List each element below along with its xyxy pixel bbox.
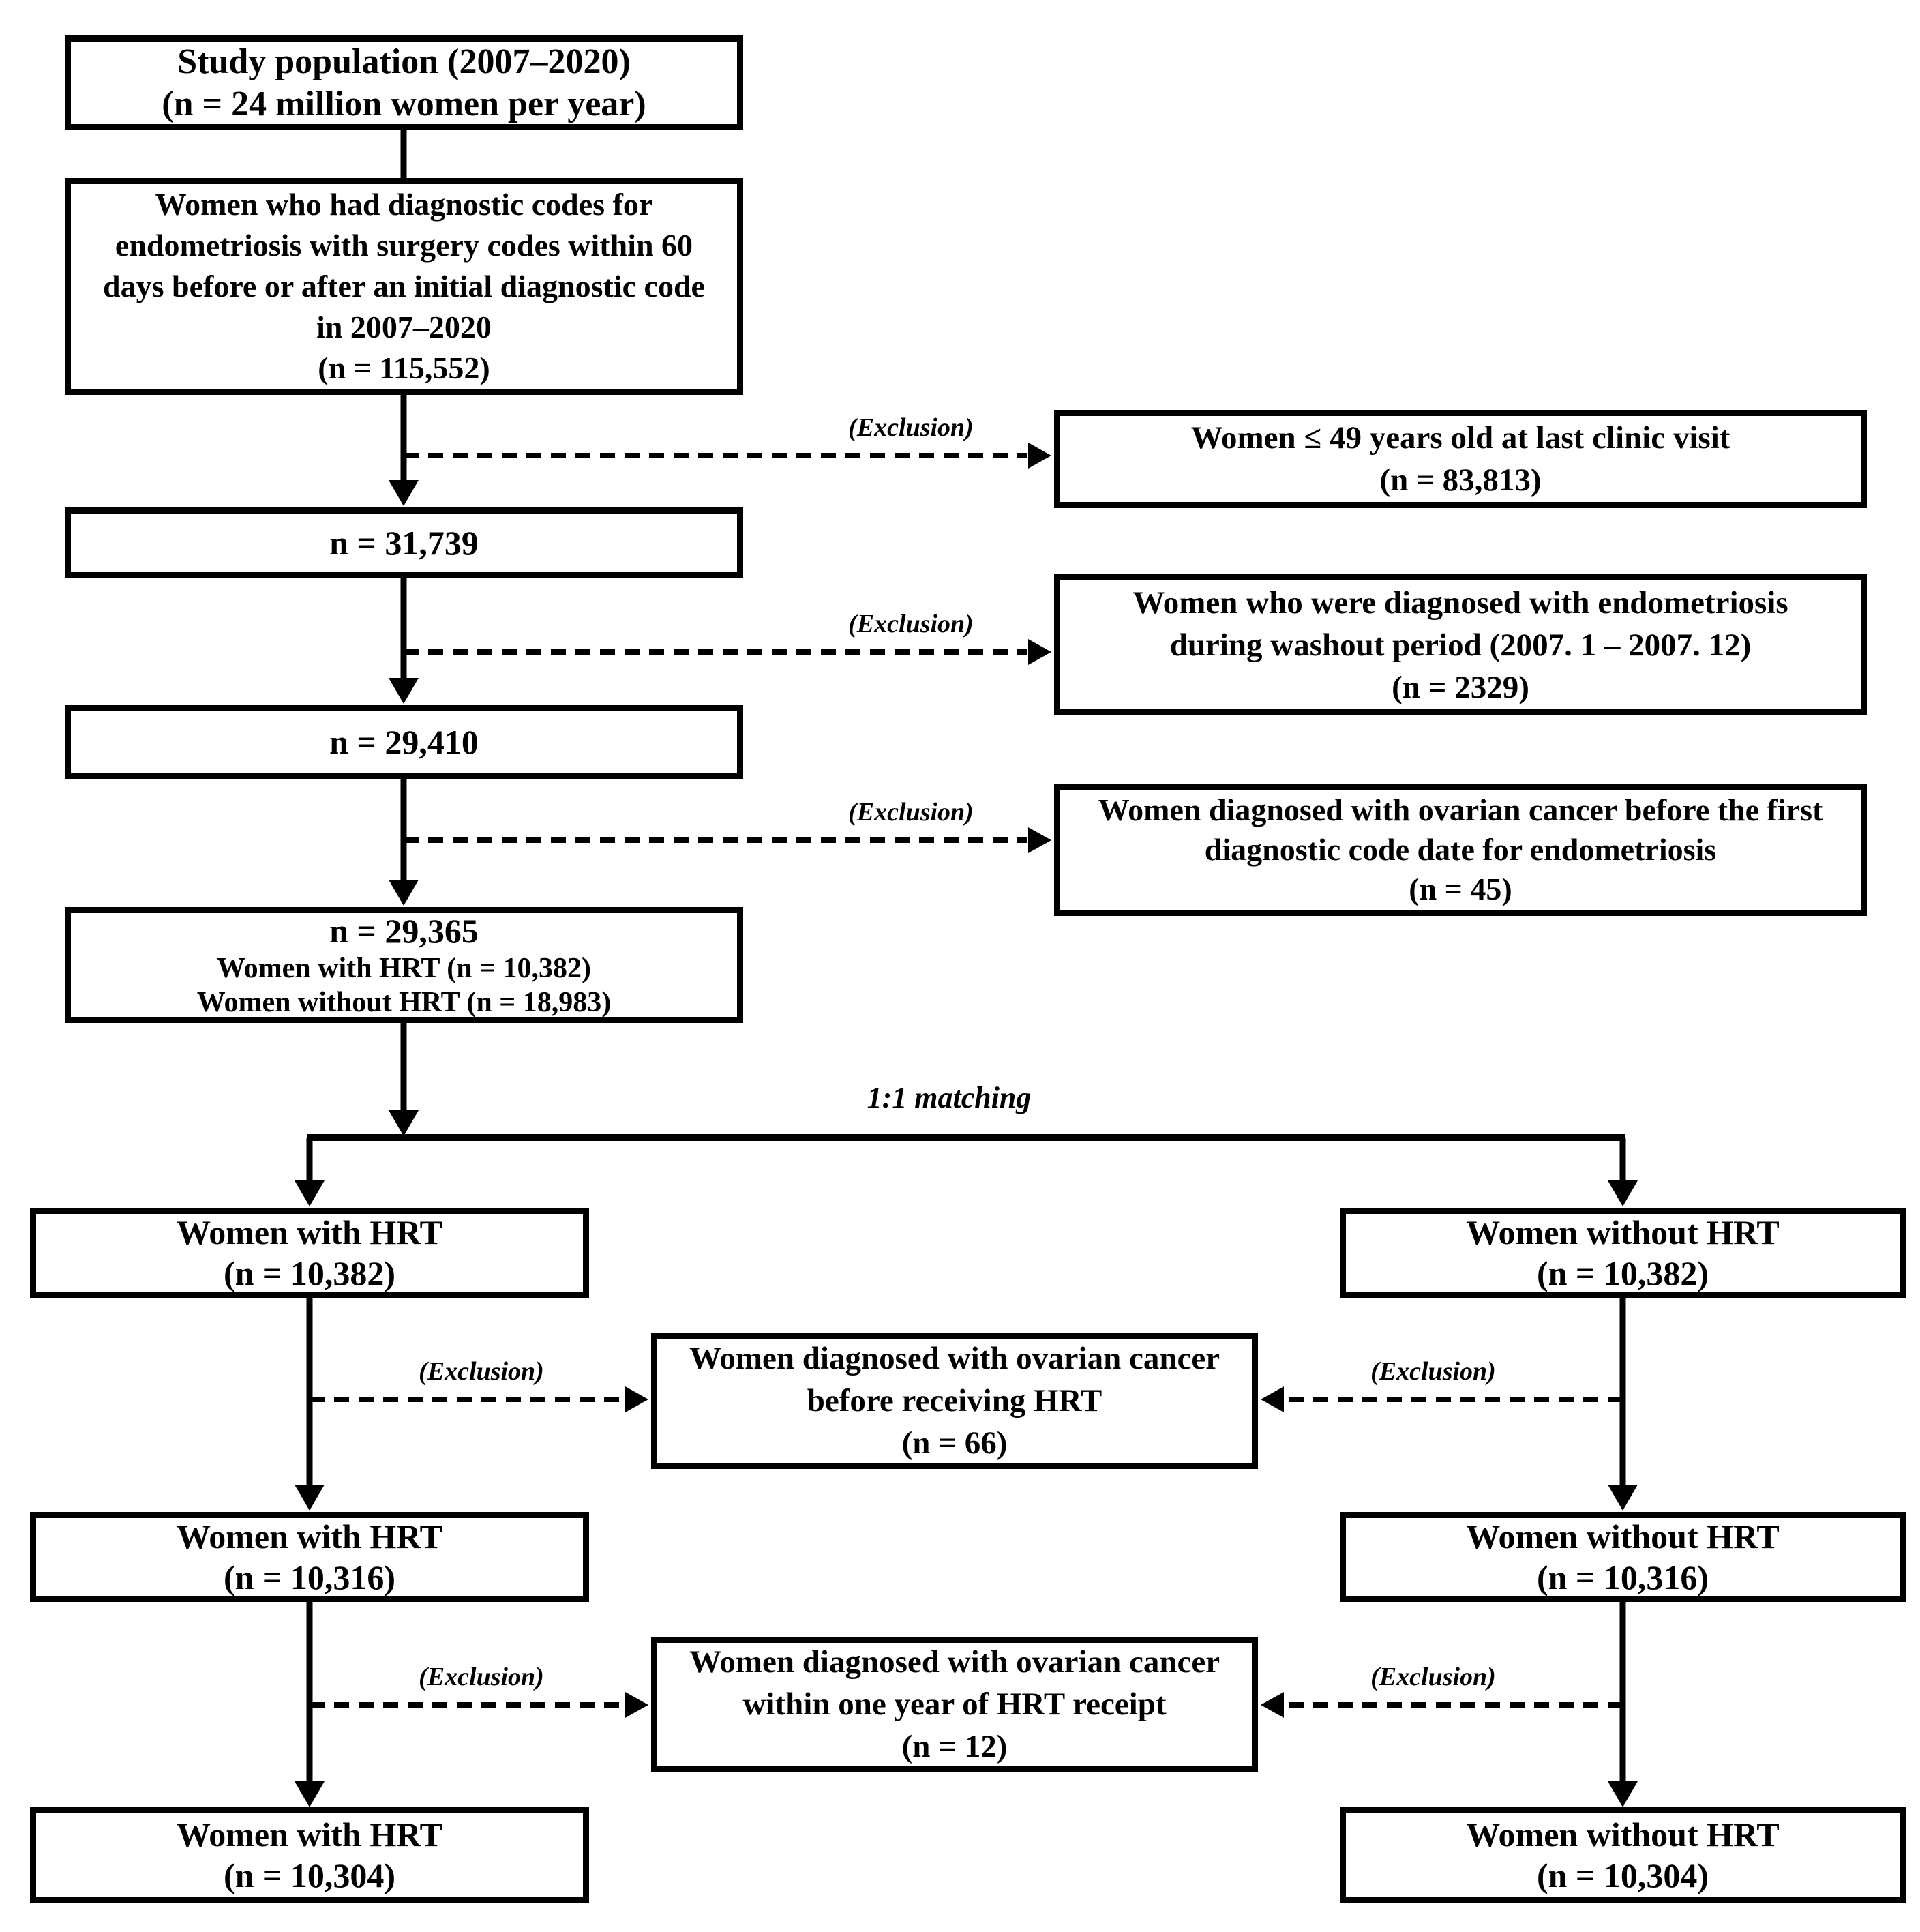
box-text-line: (n = 66) bbox=[901, 1425, 1008, 1461]
box-text-line: (n = 10,316) bbox=[223, 1558, 396, 1596]
exclusion-label-age: (Exclusion) bbox=[848, 413, 974, 442]
box-text-line: Women who were diagnosed with endometrio… bbox=[1132, 584, 1788, 621]
arrowhead-into-hrt-matched bbox=[295, 1180, 325, 1206]
box-hrt-final: Women with HRT (n = 10,304) bbox=[30, 1807, 589, 1903]
box-text-line: (n = 10,304) bbox=[1536, 1856, 1709, 1894]
arrowhead-into-n29410 bbox=[389, 678, 419, 704]
box-hrt-matched: Women with HRT (n = 10,382) bbox=[30, 1208, 589, 1298]
arrowhead-right-excl-before-hrt bbox=[1261, 1386, 1284, 1412]
box-exclusion-age: Women ≤ 49 years old at last clinic visi… bbox=[1054, 410, 1867, 508]
box-text-line: Women with HRT (n = 10,382) bbox=[216, 953, 592, 984]
box-text-line: (n = 10,382) bbox=[1536, 1254, 1709, 1292]
arrowhead-into-nohrt-matched bbox=[1608, 1180, 1638, 1206]
box-text-line: (n = 12) bbox=[901, 1729, 1008, 1764]
box-nohrt-matched: Women without HRT (n = 10,382) bbox=[1340, 1208, 1906, 1298]
box-exclusion-prior-cancer: Women diagnosed with ovarian cancer befo… bbox=[1054, 784, 1867, 916]
box-text-line: Women without HRT (n = 18,983) bbox=[196, 987, 612, 1018]
box-text-line: Women with HRT bbox=[177, 1213, 442, 1251]
box-exclusion-cancer-one-year: Women diagnosed with ovarian cancer with… bbox=[651, 1637, 1258, 1772]
box-nohrt-10316: Women without HRT (n = 10,316) bbox=[1340, 1512, 1906, 1602]
box-text-line: (n = 115,552) bbox=[318, 351, 490, 385]
arrowhead-into-n29365 bbox=[389, 880, 419, 906]
exclusion-label-one-year-right: (Exclusion) bbox=[1370, 1663, 1496, 1691]
box-text-line: during washout period (2007. 1 – 2007. 1… bbox=[1169, 627, 1752, 663]
exclusion-label-prior-cancer: (Exclusion) bbox=[848, 798, 974, 827]
box-text-line: Women with HRT bbox=[177, 1517, 442, 1556]
box-hrt-10316: Women with HRT (n = 10,316) bbox=[30, 1512, 589, 1602]
box-text-line: (n = 45) bbox=[1409, 872, 1512, 906]
arrowhead-into-hrt-final bbox=[295, 1781, 325, 1807]
exclusion-label-one-year-left: (Exclusion) bbox=[419, 1663, 544, 1691]
box-text-line: (n = 83,813) bbox=[1379, 462, 1542, 498]
box-text-line: within one year of HRT receipt bbox=[742, 1686, 1167, 1722]
box-exclusion-cancer-before-hrt: Women diagnosed with ovarian cancer befo… bbox=[651, 1333, 1258, 1469]
box-text-line: Women who had diagnostic codes for bbox=[155, 187, 653, 222]
box-text-line: n = 29,410 bbox=[329, 723, 479, 761]
box-text-line: Women without HRT bbox=[1466, 1517, 1780, 1556]
arrowhead-into-nohrt-10316 bbox=[1608, 1485, 1638, 1511]
box-text-line: Women with HRT bbox=[177, 1815, 442, 1854]
box-study-population: Study population (2007–2020) (n = 24 mil… bbox=[65, 35, 743, 130]
box-n29365: n = 29,365 Women with HRT (n = 10,382) W… bbox=[65, 907, 743, 1023]
box-text-line: (n = 10,382) bbox=[223, 1254, 396, 1292]
exclusion-label-before-hrt-right: (Exclusion) bbox=[1370, 1357, 1496, 1386]
box-text-line: Study population (2007–2020) bbox=[177, 42, 631, 81]
matching-label: 1:1 matching bbox=[867, 1081, 1032, 1114]
box-n29410: n = 29,410 bbox=[65, 705, 743, 779]
box-diagnostic-codes: Women who had diagnostic codes for endom… bbox=[65, 178, 743, 395]
box-text-line: n = 31,739 bbox=[329, 524, 479, 562]
box-text-line: Women without HRT bbox=[1466, 1213, 1780, 1251]
box-text-line: endometriosis with surgery codes within … bbox=[115, 228, 693, 263]
box-text-line: (n = 10,316) bbox=[1536, 1558, 1709, 1596]
box-text-line: n = 29,365 bbox=[329, 912, 479, 950]
arrowhead-into-hrt-10316 bbox=[295, 1485, 325, 1511]
box-text-line: Women ≤ 49 years old at last clinic visi… bbox=[1190, 420, 1730, 456]
box-exclusion-washout: Women who were diagnosed with endometrio… bbox=[1054, 574, 1867, 715]
arrowhead-exclusion-age bbox=[1028, 443, 1051, 469]
box-nohrt-final: Women without HRT (n = 10,304) bbox=[1340, 1807, 1906, 1903]
arrowhead-exclusion-prior-cancer bbox=[1028, 827, 1051, 853]
arrowhead-into-nohrt-final bbox=[1608, 1781, 1638, 1807]
exclusion-label-washout: (Exclusion) bbox=[848, 610, 974, 638]
box-text-line: before receiving HRT bbox=[807, 1383, 1102, 1418]
arrowhead-right-excl-one-year bbox=[1261, 1692, 1284, 1718]
box-text-line: (n = 10,304) bbox=[223, 1856, 396, 1894]
box-text-line: in 2007–2020 bbox=[316, 310, 492, 344]
arrowhead-left-excl-before-hrt bbox=[625, 1386, 648, 1412]
box-text-line: Women diagnosed with ovarian cancer befo… bbox=[1098, 792, 1823, 827]
box-text-line: Women diagnosed with ovarian cancer bbox=[689, 1644, 1220, 1680]
exclusion-label-before-hrt-left: (Exclusion) bbox=[419, 1357, 544, 1386]
arrowhead-at-junction bbox=[389, 1110, 419, 1136]
box-text-line: days before or after an initial diagnost… bbox=[103, 269, 705, 303]
box-text-line: (n = 24 million women per year) bbox=[162, 84, 646, 123]
arrowhead-exclusion-washout bbox=[1028, 639, 1051, 665]
box-text-line: diagnostic code date for endometriosis bbox=[1204, 832, 1717, 867]
arrowhead-left-excl-one-year bbox=[625, 1692, 648, 1718]
box-n31739: n = 31,739 bbox=[65, 507, 743, 578]
box-text-line: Women diagnosed with ovarian cancer bbox=[689, 1341, 1220, 1376]
arrowhead-into-n31739 bbox=[389, 480, 419, 506]
box-text-line: Women without HRT bbox=[1466, 1815, 1780, 1854]
box-text-line: (n = 2329) bbox=[1392, 669, 1529, 705]
